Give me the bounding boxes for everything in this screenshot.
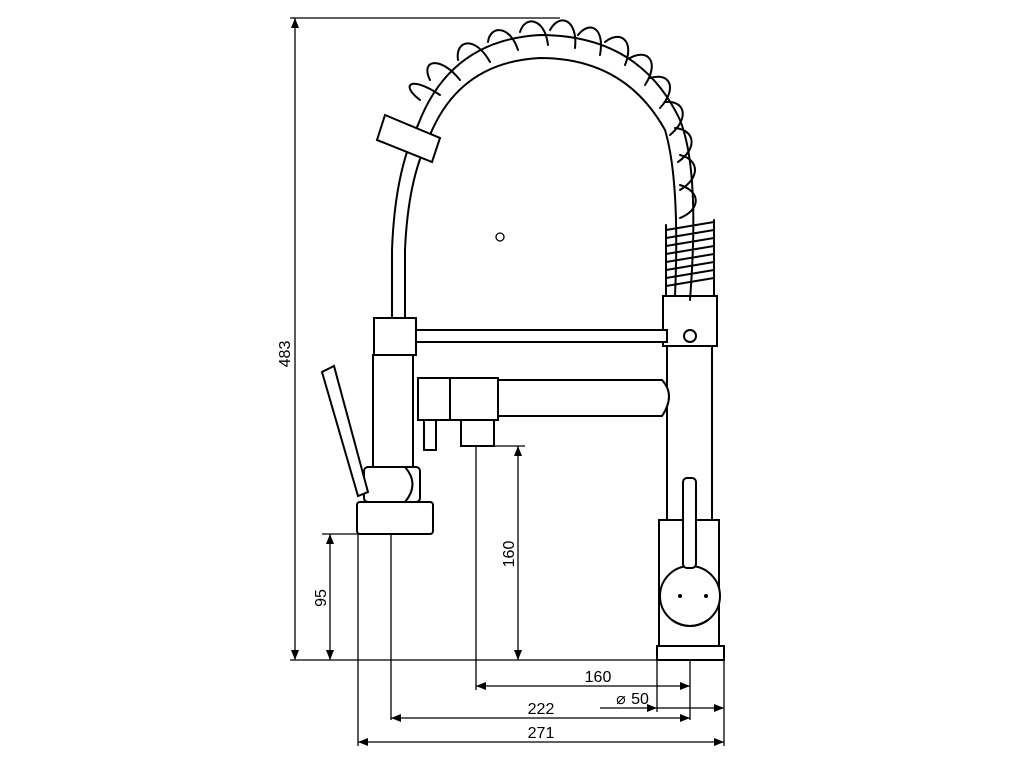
spout-clearance-label: 160: [501, 541, 518, 568]
total-height-label: 483: [277, 341, 294, 368]
mixer-lever: [682, 477, 697, 569]
base-diameter-label: 50: [631, 691, 649, 708]
sprayer-lever: [320, 364, 370, 498]
center-mark: [495, 232, 505, 242]
base-plate: [656, 645, 725, 661]
knob-dot-left: [678, 594, 682, 598]
diverter-knob: [423, 419, 437, 451]
dimension-lines: 483 95 160 160 ⌀ 50 222 271: [277, 17, 725, 746]
hose-clip: [375, 113, 442, 164]
arrowheads: [291, 18, 724, 746]
sprayer-head-arc: [404, 466, 414, 503]
spring-arch-inner: [429, 57, 678, 297]
holder-bar: [414, 329, 668, 343]
mixer-knob: [659, 565, 721, 627]
overall-width-label: 271: [528, 725, 555, 742]
knob-dot-right: [704, 594, 708, 598]
hose-inner: [404, 139, 429, 326]
coil-loops: [408, 19, 697, 219]
sprayer-body: [372, 354, 414, 468]
spout-aerator: [460, 419, 495, 447]
faucet-body: [656, 295, 725, 661]
spout-connector: [417, 377, 451, 421]
spray-height-label: 95: [313, 589, 330, 607]
spring-coil: [375, 19, 715, 326]
coil-tight-sides: [665, 219, 715, 297]
column-collar: [662, 295, 718, 347]
knob-arc: [671, 619, 709, 627]
collar-screw: [683, 329, 697, 343]
spring-arch-outer: [417, 34, 695, 301]
spout-arm: [494, 379, 670, 417]
spout-block: [449, 377, 499, 421]
sprayer-holder: [373, 317, 417, 356]
sprayer-nozzle: [356, 501, 434, 535]
spout-reach-label: 160: [585, 669, 612, 686]
spray-reach-label: 222: [528, 701, 555, 718]
diameter-symbol: ⌀: [616, 691, 626, 708]
spray-arm: [320, 317, 668, 535]
coil-tight: [665, 221, 715, 287]
spout: [417, 377, 670, 451]
